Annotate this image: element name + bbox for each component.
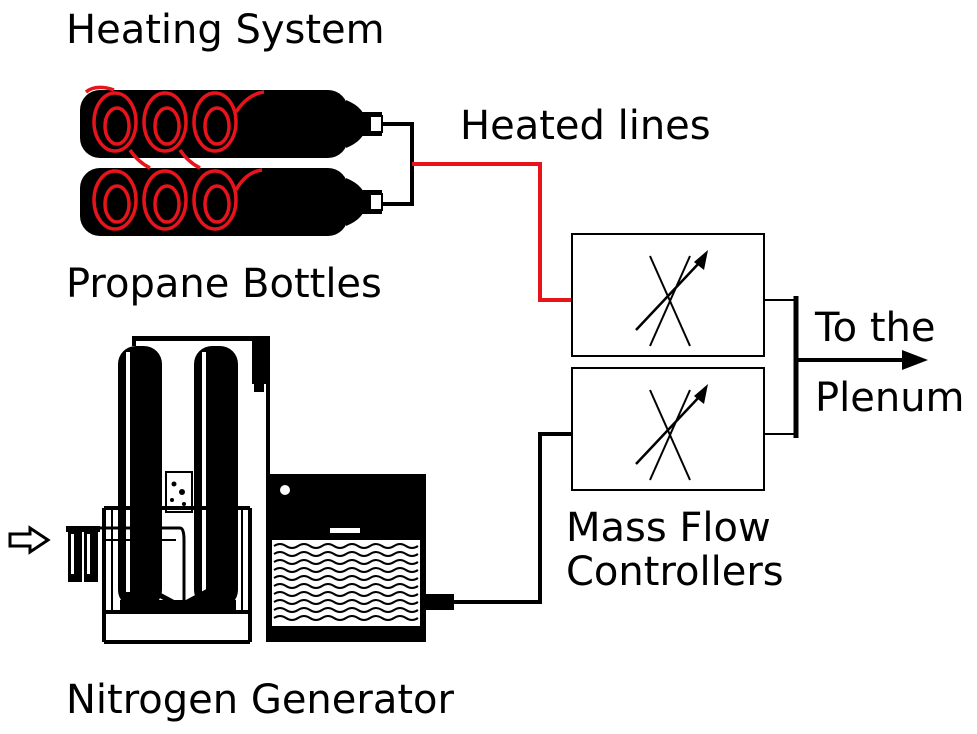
nitrogen-generator-label: Nitrogen Generator [66,677,454,723]
heating-system-label: Heating System [66,7,385,53]
heating-coils [84,85,265,231]
mass-flow-controller-bottom [571,367,796,491]
heated-lines-label: Heated lines [460,103,711,149]
mfc-label-line1: Mass Flow [566,505,771,551]
propane-bottles-label: Propane Bottles [66,261,382,307]
nitrogen-line [452,432,572,604]
mfc-label-line2: Controllers [566,549,784,595]
heated-line [412,162,572,302]
plenum-arrow-head [902,350,928,370]
plenum-label-line2: Plenum [815,375,965,421]
mass-flow-controller-top [571,233,796,357]
buffer-mesh [273,543,419,621]
bottle-manifold [382,122,414,206]
plenum-label-line1: To the [815,305,936,351]
